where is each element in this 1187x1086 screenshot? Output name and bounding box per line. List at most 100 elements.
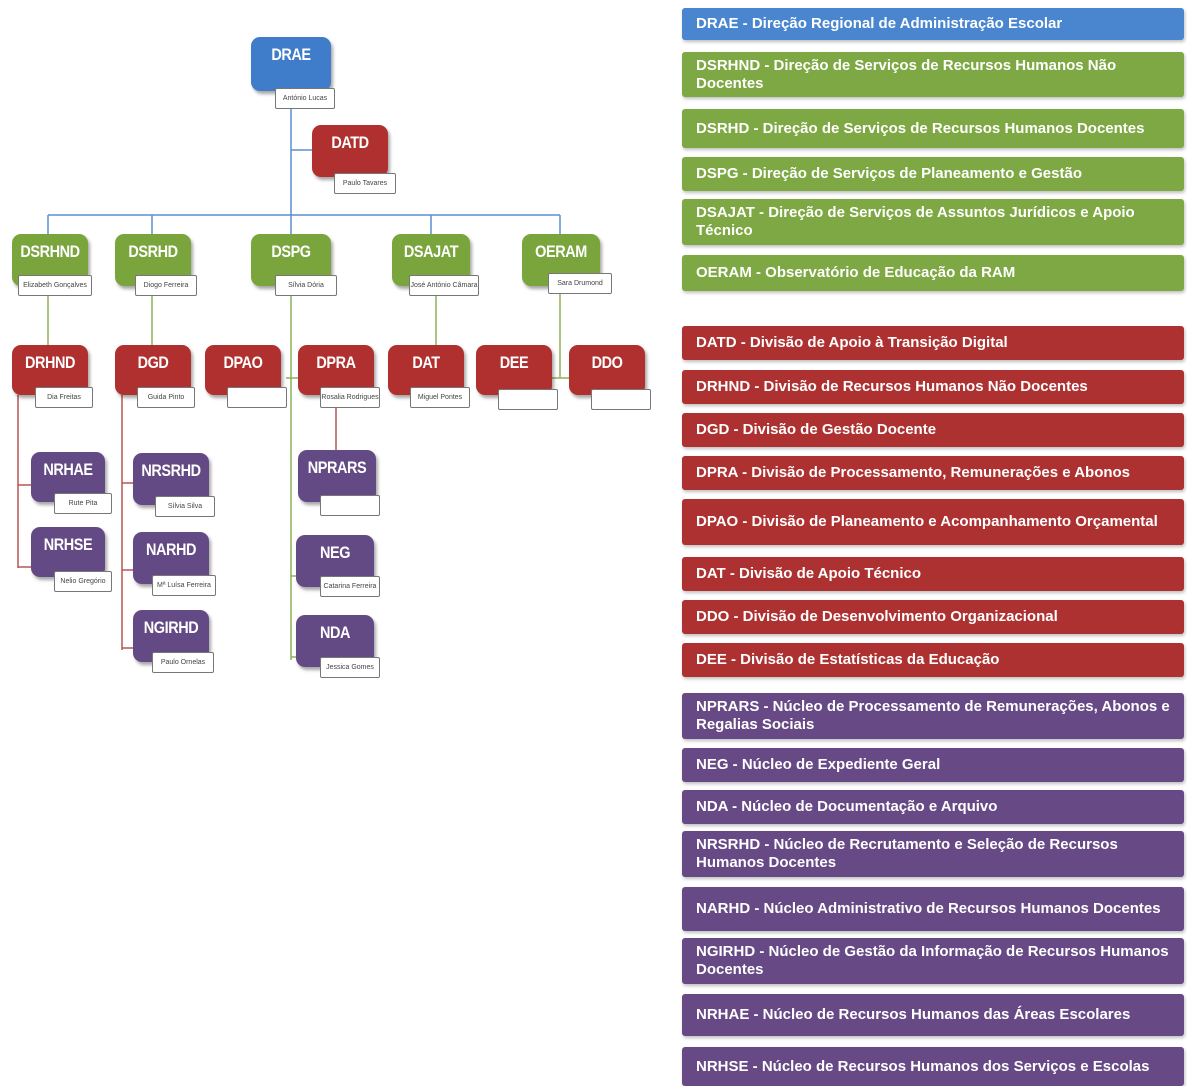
org-node-person: Nelio Gregório [54,571,112,592]
legend-item-oeram: OERAM - Observatório de Educação da RAM [682,255,1184,291]
org-node-abbr: NDA [319,623,351,642]
org-node-abbr: OERAM [535,242,587,261]
org-node-abbr: DRHND [24,353,76,372]
org-node-datd[interactable]: DATD [312,125,388,177]
org-node-abbr: DDO [591,353,623,372]
legend-item-neg: NEG - Núcleo de Expediente Geral [682,748,1184,782]
org-node-person: Sílvia Dória [275,275,337,296]
org-node-person [320,495,380,516]
legend-item-dgd: DGD - Divisão de Gestão Docente [682,413,1184,447]
legend-item-ddo: DDO - Divisão de Desenvolvimento Organiz… [682,600,1184,634]
org-node-abbr: DPRA [316,353,356,372]
org-node-dgd[interactable]: DGD [115,345,191,395]
legend-item-text: DGD - Divisão de Gestão Docente [696,421,937,438]
connector-lines [17,108,569,660]
org-node-nprars[interactable]: NPRARS [298,450,376,502]
org-node-abbr: NPRARS [307,458,367,477]
org-node-person: Rosalia Rodrigues [320,387,380,408]
org-node-drae[interactable]: DRAE [251,37,331,91]
legend-item-text: DSRHD - Direção de Serviços de Recursos … [696,119,1145,137]
legend-item-dspg: DSPG - Direção de Serviços de Planeament… [682,157,1184,191]
org-node-abbr: DSRHND [20,242,80,261]
org-node-person: Paulo Tavares [334,173,396,194]
legend-item-nrsrhd: NRSRHD - Núcleo de Recrutamento e Seleçã… [682,831,1184,877]
legend-item-text: DDO - Divisão de Desenvolvimento Organiz… [696,608,1058,625]
legend-item-dpra: DPRA - Divisão de Processamento, Remuner… [682,456,1184,490]
org-node-dee[interactable]: DEE [476,345,552,395]
org-node-person: Rute Pita [54,493,112,514]
org-node-abbr: DGD [137,353,169,372]
org-node-ddo[interactable]: DDO [569,345,645,395]
legend-item-nda: NDA - Núcleo de Documentação e Arquivo [682,790,1184,824]
legend-item-nprars: NPRARS - Núcleo de Processamento de Remu… [682,693,1184,739]
legend-item-text: DSRHND - Direção de Serviços de Recursos… [696,56,1117,92]
org-node-person: José António Câmara [409,275,479,296]
org-node-person: Sara Drumond [548,273,612,294]
org-node-abbr: DPAO [223,353,263,372]
legend-item-text: NRHSE - Núcleo de Recursos Humanos dos S… [696,1057,1150,1075]
org-node-abbr: NGIRHD [143,618,199,637]
org-node-person: Miguel Pontes [410,387,470,408]
org-node-nrhse[interactable]: NRHSE [31,527,105,577]
org-node-person [227,387,287,408]
legend-item-nrhae: NRHAE - Núcleo de Recursos Humanos das Á… [682,994,1184,1036]
legend-item-text: NGIRHD - Núcleo de Gestão da Informação … [696,943,1169,978]
org-node-person [498,389,558,410]
legend-item-text: NPRARS - Núcleo de Processamento de Remu… [696,698,1170,733]
legend-item-text: DSAJAT - Direção de Serviços de Assuntos… [696,204,1135,239]
org-node-abbr: DAT [412,353,440,372]
org-node-abbr: DSPG [271,242,311,261]
org-node-abbr: NRHSE [43,535,93,554]
legend-item-text: NRHAE - Núcleo de Recursos Humanos das Á… [696,1006,1131,1023]
legend-item-text: DEE - Divisão de Estatísticas da Educaçã… [696,651,1000,668]
legend-item-dat: DAT - Divisão de Apoio Técnico [682,557,1184,591]
legend-item-nrhse: NRHSE - Núcleo de Recursos Humanos dos S… [682,1047,1184,1086]
org-node-dat[interactable]: DAT [388,345,464,395]
legend-item-text: DAT - Divisão de Apoio Técnico [696,565,922,582]
org-node-abbr: NARHD [145,540,197,559]
legend-item-drae: DRAE - Direção Regional de Administração… [682,8,1184,40]
org-node-dpra[interactable]: DPRA [298,345,374,395]
org-node-person: Dia Freitas [35,387,93,408]
legend-item-text: NDA - Núcleo de Documentação e Arquivo [696,798,998,815]
org-node-person: Elizabeth Gonçalves [18,275,92,296]
org-node-abbr: DSRHD [128,242,178,261]
legend-item-text: DRHND - Divisão de Recursos Humanos Não … [696,378,1088,395]
legend-item-text: DRAE - Direção Regional de Administração… [696,15,1063,32]
legend-item-dsrhd: DSRHD - Direção de Serviços de Recursos … [682,109,1184,148]
org-node-person: Mª Luísa Ferreira [152,575,216,596]
legend-item-dee: DEE - Divisão de Estatísticas da Educaçã… [682,643,1184,677]
org-node-person: Jessica Gomes [320,657,380,678]
org-node-person [591,389,651,410]
legend-item-dpao: DPAO - Divisão de Planeamento e Acompanh… [682,499,1184,545]
legend-item-ngirhd: NGIRHD - Núcleo de Gestão da Informação … [682,938,1184,984]
org-node-abbr: DRAE [271,45,311,64]
org-node-abbr: NEG [319,543,351,562]
legend-item-text: DSPG - Direção de Serviços de Planeament… [696,165,1082,182]
legend-item-text: NRSRHD - Núcleo de Recrutamento e Seleçã… [696,836,1118,871]
org-node-abbr: DSAJAT [403,242,459,261]
org-node-person: António Lucas [275,88,335,109]
org-node-dpao[interactable]: DPAO [205,345,281,395]
legend-item-text: DPRA - Divisão de Processamento, Remuner… [696,464,1131,481]
legend-item-drhnd: DRHND - Divisão de Recursos Humanos Não … [682,370,1184,404]
legend-item-datd: DATD - Divisão de Apoio à Transição Digi… [682,326,1184,360]
legend-item-text: DPAO - Divisão de Planeamento e Acompanh… [696,513,1158,530]
legend-item-text: DATD - Divisão de Apoio à Transição Digi… [696,334,1008,351]
org-node-abbr: NRHAE [43,460,93,479]
legend-item-text: OERAM - Observatório de Educação da RAM [696,264,1016,281]
legend-item-text: NARHD - Núcleo Administrativo de Recurso… [696,900,1161,917]
org-node-person: Diogo Ferreira [135,275,197,296]
org-node-abbr: DATD [331,133,369,152]
org-node-abbr: NRSRHD [141,461,201,480]
legend-item-narhd: NARHD - Núcleo Administrativo de Recurso… [682,887,1184,931]
legend-item-dsajat: DSAJAT - Direção de Serviços de Assuntos… [682,199,1184,245]
org-node-person: Sílvia Silva [155,496,215,517]
org-node-person: Paulo Ornelas [152,652,214,673]
legend-item-dsrhnd: DSRHND - Direção de Serviços de Recursos… [682,52,1184,97]
org-node-drhnd[interactable]: DRHND [12,345,88,395]
legend-item-text: NEG - Núcleo de Expediente Geral [696,756,941,773]
org-node-person: Guida Pinto [137,387,195,408]
org-node-person: Catarina Ferreira [320,576,380,597]
org-node-abbr: DEE [499,353,529,372]
